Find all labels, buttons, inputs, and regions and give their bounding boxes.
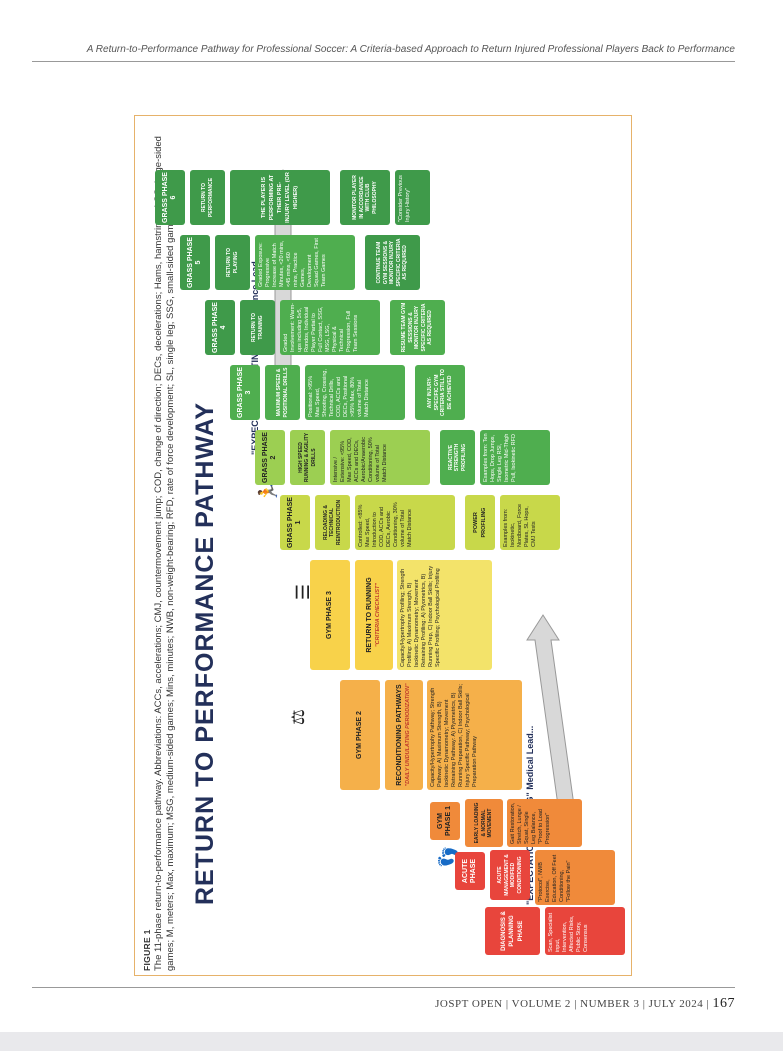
phase-grass-2: GRASS PHASE 2: [255, 430, 285, 485]
phase-gym-3-detail: Capacity/Hypertrophy Profiling; Strength…: [397, 560, 492, 670]
footer-rule: [32, 987, 735, 988]
phase-grass-6-sub: RETURN TO PERFORMANCE: [190, 170, 225, 225]
footer-number: NUMBER 3: [580, 998, 640, 1010]
phase-grass-4: GRASS PHASE 4: [205, 300, 235, 355]
phase-grass-1: GRASS PHASE 1: [280, 495, 310, 550]
phase-grass-1-sub: RELOADING & TECHNICAL REINTRODUCTION: [315, 495, 350, 550]
phase-grass-5-detail: Graded Exposure: Progressive Increase of…: [255, 235, 355, 290]
phase-gym-2: GYM PHASE 2: [340, 680, 380, 790]
figure-rotated-content: FIGURE 1 The 11-phase return-to-performa…: [135, 116, 631, 975]
footer-date: JULY 2024: [648, 998, 704, 1010]
page-number: 167: [712, 996, 735, 1011]
phase-grass-6-detail: THE PLAYER IS PERFORMING AT THEIR PRE-IN…: [230, 170, 330, 225]
running-head: A Return-to-Performance Pathway for Prof…: [86, 44, 735, 55]
phase-grass-2-detail: Intensive / Extensive: <95% Max Speed, C…: [330, 430, 430, 485]
phase-grass-2-profile: REACTIVE STRENGTH PROFILING: [440, 430, 475, 485]
phase-acute-sub: ACUTE MANAGEMENT & MODIFIED CONDITIONING: [490, 850, 530, 900]
phase-gym-2-sub-title: RECONDITIONING PATHWAYS: [395, 684, 403, 786]
phase-grass-6-profile: MONITOR PLAYER IN ACCORDANCE WITH CLUB P…: [340, 170, 390, 225]
phase-gym-3: GYM PHASE 3: [310, 560, 350, 670]
phase-gym-3-note: "CRITERIA CHECKLIST": [375, 583, 381, 647]
progression-arrow-lower: [526, 614, 577, 821]
phase-grass-5: GRASS PHASE 5: [180, 235, 210, 290]
phase-grass-2-sub: HIGH SPEED RUNNING & AGILITY DRILLS: [290, 430, 325, 485]
phase-gym-2-note: "DAILY UNDULATING PERIODIZATION": [405, 683, 411, 787]
phase-grass-4-profile: RESUME TEAM GYM SESSIONS & MONITOR INJUR…: [390, 300, 445, 355]
phase-grass-4-detail: Graded Involvement: Warm-ups including 5…: [280, 300, 380, 355]
phase-acute-detail: "Protocol", NWB Exercise, Education, Off…: [535, 850, 615, 905]
phase-gym-2-sub: RECONDITIONING PATHWAYS "DAILY UNDULATIN…: [385, 680, 423, 790]
phase-grass-3-detail: Positional: >95% Max Speed, Shooting, Cr…: [305, 365, 405, 420]
phase-grass-1-profile-detail: Examples from: Isokinetic, Nordboard, Fo…: [500, 495, 560, 550]
phase-grass-3-profile: ANY INJURY-SPECIFIC GYM CRITERIA STILL T…: [415, 365, 465, 420]
phase-grass-3-sub: MAXIMUM SPEED & POSITIONAL DRILLS: [265, 365, 300, 420]
header-rule: [32, 61, 735, 62]
phase-diagnosis-detail: Scan, Specialist input, Intervention, Af…: [545, 907, 625, 955]
phase-grass-1-detail: Controlled: <85% Max Speed, Introduction…: [355, 495, 455, 550]
phase-grass-6: GRASS PHASE 6: [155, 170, 185, 225]
phase-gym-1-sub: EARLY LOADING & NORMAL MOVEMENT: [465, 799, 503, 847]
figure-frame: FIGURE 1 The 11-phase return-to-performa…: [134, 115, 632, 976]
phase-gym-2-detail: Capacity/Hypertrophy Pathway; Strength P…: [427, 680, 522, 790]
phase-gym-3-sub-title: RETURN TO RUNNING: [365, 577, 373, 653]
footer-journal: JOSPT OPEN: [435, 998, 503, 1010]
phase-grass-5-sub: RETURN TO PLAYING: [215, 235, 250, 290]
phase-gym-3-sub: RETURN TO RUNNING "CRITERIA CHECKLIST": [355, 560, 393, 670]
footer-volume: VOLUME 2: [511, 998, 571, 1010]
phase-grass-1-profile: POWER PROFILING: [465, 495, 495, 550]
phase-grass-2-profile-detail: Examples from: Ten Hops, Drop Jumps, Sin…: [480, 430, 550, 485]
phase-gym-1: GYM PHASE 1: [430, 802, 460, 840]
phase-acute: ACUTE PHASE: [455, 852, 485, 890]
phase-grass-4-sub: RETURN TO TRAINING: [240, 300, 275, 355]
phase-grass-3: GRASS PHASE 3: [230, 365, 260, 420]
page-footer: JOSPT OPEN | VOLUME 2 | NUMBER 3 | JULY …: [435, 996, 735, 1011]
dumbbell-icon: ⚖: [288, 708, 308, 726]
phase-grass-5-profile: CONTINUE TEAM GYM SESSIONS & MONITOR INJ…: [365, 235, 420, 290]
phase-diagnosis-planning: DIAGNOSIS & PLANNING PHASE: [485, 907, 540, 955]
phase-grass-6-profile-detail: "Consider Previous Injury History": [395, 170, 430, 225]
phase-gym-1-detail: Gait Restoration, Stretch, Lunge / Squat…: [507, 799, 582, 847]
